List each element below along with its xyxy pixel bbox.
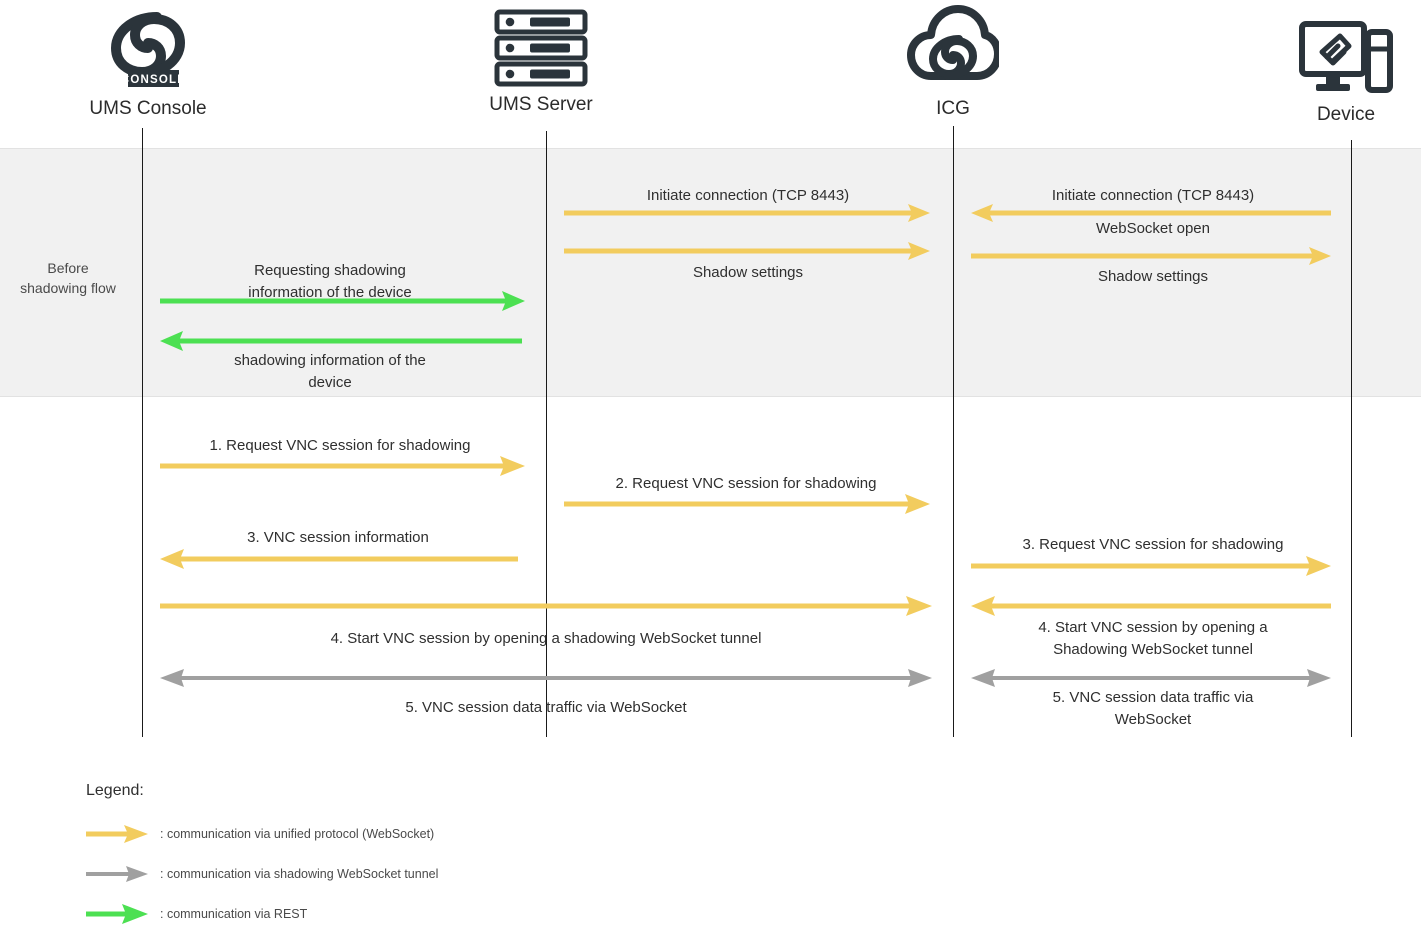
legend-text-tunnel: : communication via shadowing WebSocket … [160,867,439,881]
lifeline-icg [953,126,954,737]
msg-step-4-console: 4. Start VNC session by opening a shadow… [330,630,762,647]
server-rack-icon [421,8,661,88]
rest-arrow-icon [86,904,152,924]
legend-text-websocket: : communication via unified protocol (We… [160,827,435,841]
lifeline-device [1351,140,1352,737]
actor-label-ums-server: UMS Server [489,94,593,115]
actor-label-device: Device [1316,104,1376,125]
actor-device: Device [1226,18,1421,126]
actor-ums-console: CONSOLE UMS Console [28,8,268,120]
phase-label-before-shadowing: Before shadowing flow [20,260,116,296]
msg-step-1: 1. Request VNC session for shadowing [209,437,471,454]
arrow-step-3-console [160,547,518,571]
legend: Legend: : communication via unified prot… [86,782,438,930]
legend-text-rest: : communication via REST [160,907,308,921]
lifeline-ums-console [142,128,143,737]
msg-step-3-device: 3. Request VNC session for shadowing [1022,536,1284,553]
svg-text:CONSOLE: CONSOLE [121,74,186,86]
arrow-step-1 [160,454,525,478]
legend-item-rest: : communication via REST [86,894,438,930]
cloud-gateway-icon [833,4,1073,92]
legend-title: Legend: [86,782,144,799]
msg-step-2: 2. Request VNC session for shadowing [615,475,877,492]
msg-step-3-console: 3. VNC session information [247,529,429,546]
msg-step-5-device: 5. VNC session data traffic via WebSocke… [1052,689,1254,728]
msg-websocket-open: WebSocket open [1096,220,1210,237]
actor-ums-server: UMS Server [421,8,661,116]
msg-step-4-device: 4. Start VNC session by opening a Shadow… [1038,619,1268,658]
arrow-step-4-device [971,594,1331,618]
websocket-arrow-icon [86,824,152,844]
monitor-device-icon [1226,18,1421,98]
phase-band-before-shadowing [0,148,1421,397]
legend-item-tunnel: : communication via shadowing WebSocket … [86,854,438,894]
msg-shadow-settings-device: Shadow settings [1097,268,1209,285]
msg-shadow-settings-server: Shadow settings [692,264,804,281]
msg-shadowing-info: shadowing information of the device [234,352,426,391]
ums-console-logo-icon: CONSOLE [28,8,268,92]
arrow-step-3-device [971,554,1331,578]
lifeline-ums-server [546,131,547,737]
legend-item-websocket: : communication via unified protocol (We… [86,814,438,854]
msg-step-5-console: 5. VNC session data traffic via WebSocke… [405,699,687,716]
actor-label-icg: ICG [936,98,970,119]
arrow-step-2 [564,492,930,516]
msg-initiate-connection-server: Initiate connection (TCP 8443) [646,187,850,204]
msg-requesting-shadowing-info: Requesting shadowing information of the … [248,262,412,301]
actor-label-ums-console: UMS Console [89,98,207,119]
tunnel-arrow-icon [86,864,152,884]
actor-icg: ICG [833,4,1073,120]
msg-initiate-connection-device: Initiate connection (TCP 8443) [1051,187,1255,204]
